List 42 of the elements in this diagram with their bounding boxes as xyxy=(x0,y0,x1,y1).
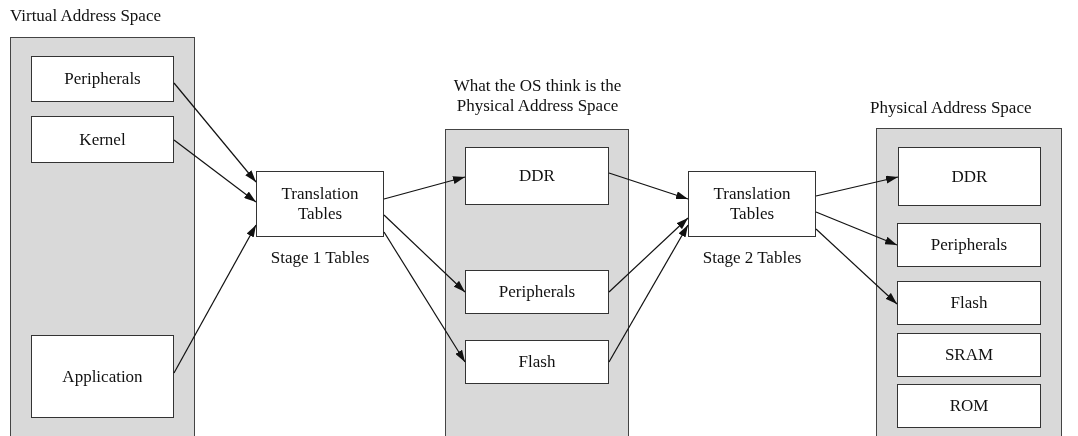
box-label: Peripherals xyxy=(64,69,141,89)
box-label: Kernel xyxy=(79,129,126,150)
arrow xyxy=(815,211,898,246)
memory-region-box xyxy=(898,147,1041,206)
box-label: DDR xyxy=(519,166,555,186)
arrow xyxy=(608,217,689,293)
arrow xyxy=(815,175,899,197)
arrow xyxy=(173,82,257,183)
memory-region-box xyxy=(897,333,1041,377)
memory-region-box xyxy=(465,147,609,205)
box-label: SRAM xyxy=(944,345,994,365)
box-label: Peripherals xyxy=(498,282,576,302)
translation-table-box xyxy=(688,171,816,237)
arrow xyxy=(173,224,257,374)
box-label: Flash xyxy=(518,352,556,372)
arrow xyxy=(815,228,898,305)
box-label: Translation Tables xyxy=(712,184,792,224)
memory-region-box xyxy=(897,384,1041,428)
panel-heading: Virtual Address Space xyxy=(10,6,161,26)
arrow xyxy=(173,139,257,203)
box-label: Translation Tables xyxy=(280,184,360,224)
arrow xyxy=(383,214,466,293)
memory-region-box xyxy=(465,340,609,384)
box-label: DDR xyxy=(951,166,988,187)
stage-caption: Stage 1 Tables xyxy=(269,248,371,268)
arrow xyxy=(383,231,466,363)
panel-heading: What the OS think is the Physical Address Space xyxy=(452,76,623,116)
memory-region-box xyxy=(465,270,609,314)
stage-caption: Stage 2 Tables xyxy=(701,248,803,268)
translation-table-box xyxy=(256,171,384,237)
box-label: Application xyxy=(62,366,143,387)
arrow xyxy=(383,176,466,200)
memory-region-box xyxy=(31,335,174,418)
box-label: Peripherals xyxy=(930,235,1008,255)
memory-region-box xyxy=(897,281,1041,325)
box-label: ROM xyxy=(949,396,989,416)
panel-heading: Physical Address Space xyxy=(870,98,1032,118)
arrow xyxy=(608,172,689,200)
box-label: Flash xyxy=(950,293,988,313)
memory-region-box xyxy=(31,116,174,163)
memory-region-box xyxy=(897,223,1041,267)
memory-region-box xyxy=(31,56,174,102)
